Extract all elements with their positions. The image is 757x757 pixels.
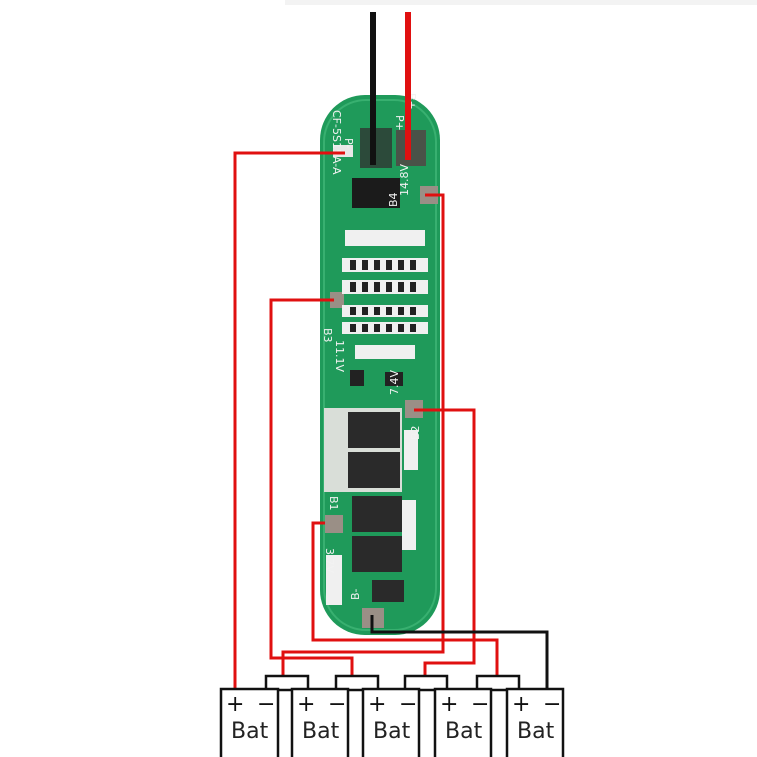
battery-label: Bat	[517, 719, 555, 744]
plus-terminal: +	[226, 692, 244, 717]
shunt-resistor	[372, 580, 404, 602]
pad-b3	[330, 292, 344, 308]
battery-label: Bat	[231, 719, 269, 744]
wire-b-minus	[370, 615, 549, 690]
label-model: CF-5S15A-A	[330, 110, 343, 175]
battery-label: Bat	[302, 719, 340, 744]
minus-terminal: −	[328, 692, 346, 717]
label-b2: B2	[409, 425, 422, 440]
label-b1-voltage: 3.7V	[323, 548, 336, 573]
plus-terminal: +	[440, 692, 458, 717]
wire-b4	[281, 193, 445, 676]
bms-board: B+ P+ CF-5S15A-A P- B4 14.8V B3 11.1V 7.…	[320, 93, 440, 635]
mosfet	[348, 452, 400, 488]
battery: + − Bat	[505, 687, 565, 757]
wire-b-plus	[233, 151, 345, 690]
battery-label: Bat	[445, 719, 483, 744]
plus-terminal: +	[368, 692, 386, 717]
battery: + − Bat	[433, 687, 493, 757]
label-b1: B1	[327, 496, 340, 511]
wire-b2	[414, 408, 476, 676]
battery-label: Bat	[373, 719, 411, 744]
battery: + − Bat	[290, 687, 350, 757]
battery: + − Bat	[219, 687, 280, 757]
label-b3: B3	[321, 328, 334, 343]
wire-b1	[311, 521, 499, 676]
minus-terminal: −	[257, 692, 275, 717]
minus-terminal: −	[543, 692, 561, 717]
mosfet	[352, 496, 402, 532]
battery-strap	[264, 674, 310, 692]
label-b4: B4	[387, 192, 400, 207]
chip	[352, 178, 400, 208]
battery-strap	[475, 674, 521, 692]
battery: + − Bat	[361, 687, 421, 757]
mosfet	[348, 412, 400, 448]
label-b3-voltage: 11.1V	[333, 340, 346, 372]
battery-strap	[403, 674, 449, 692]
label-p-minus: P-	[342, 138, 355, 148]
label-b-minus: B-	[349, 588, 362, 600]
minus-terminal: −	[399, 692, 417, 717]
plus-terminal: +	[512, 692, 530, 717]
label-b4-voltage: 14.8V	[398, 164, 411, 196]
wire-b3	[269, 298, 354, 676]
top-edge-strip	[285, 0, 757, 5]
label-b2-voltage: 7.4V	[388, 370, 401, 395]
label-p-plus: P+	[393, 115, 406, 131]
plus-terminal: +	[297, 692, 315, 717]
pad-b1	[325, 515, 343, 533]
minus-terminal: −	[471, 692, 489, 717]
mosfet	[352, 536, 402, 572]
battery-strap	[334, 674, 380, 692]
